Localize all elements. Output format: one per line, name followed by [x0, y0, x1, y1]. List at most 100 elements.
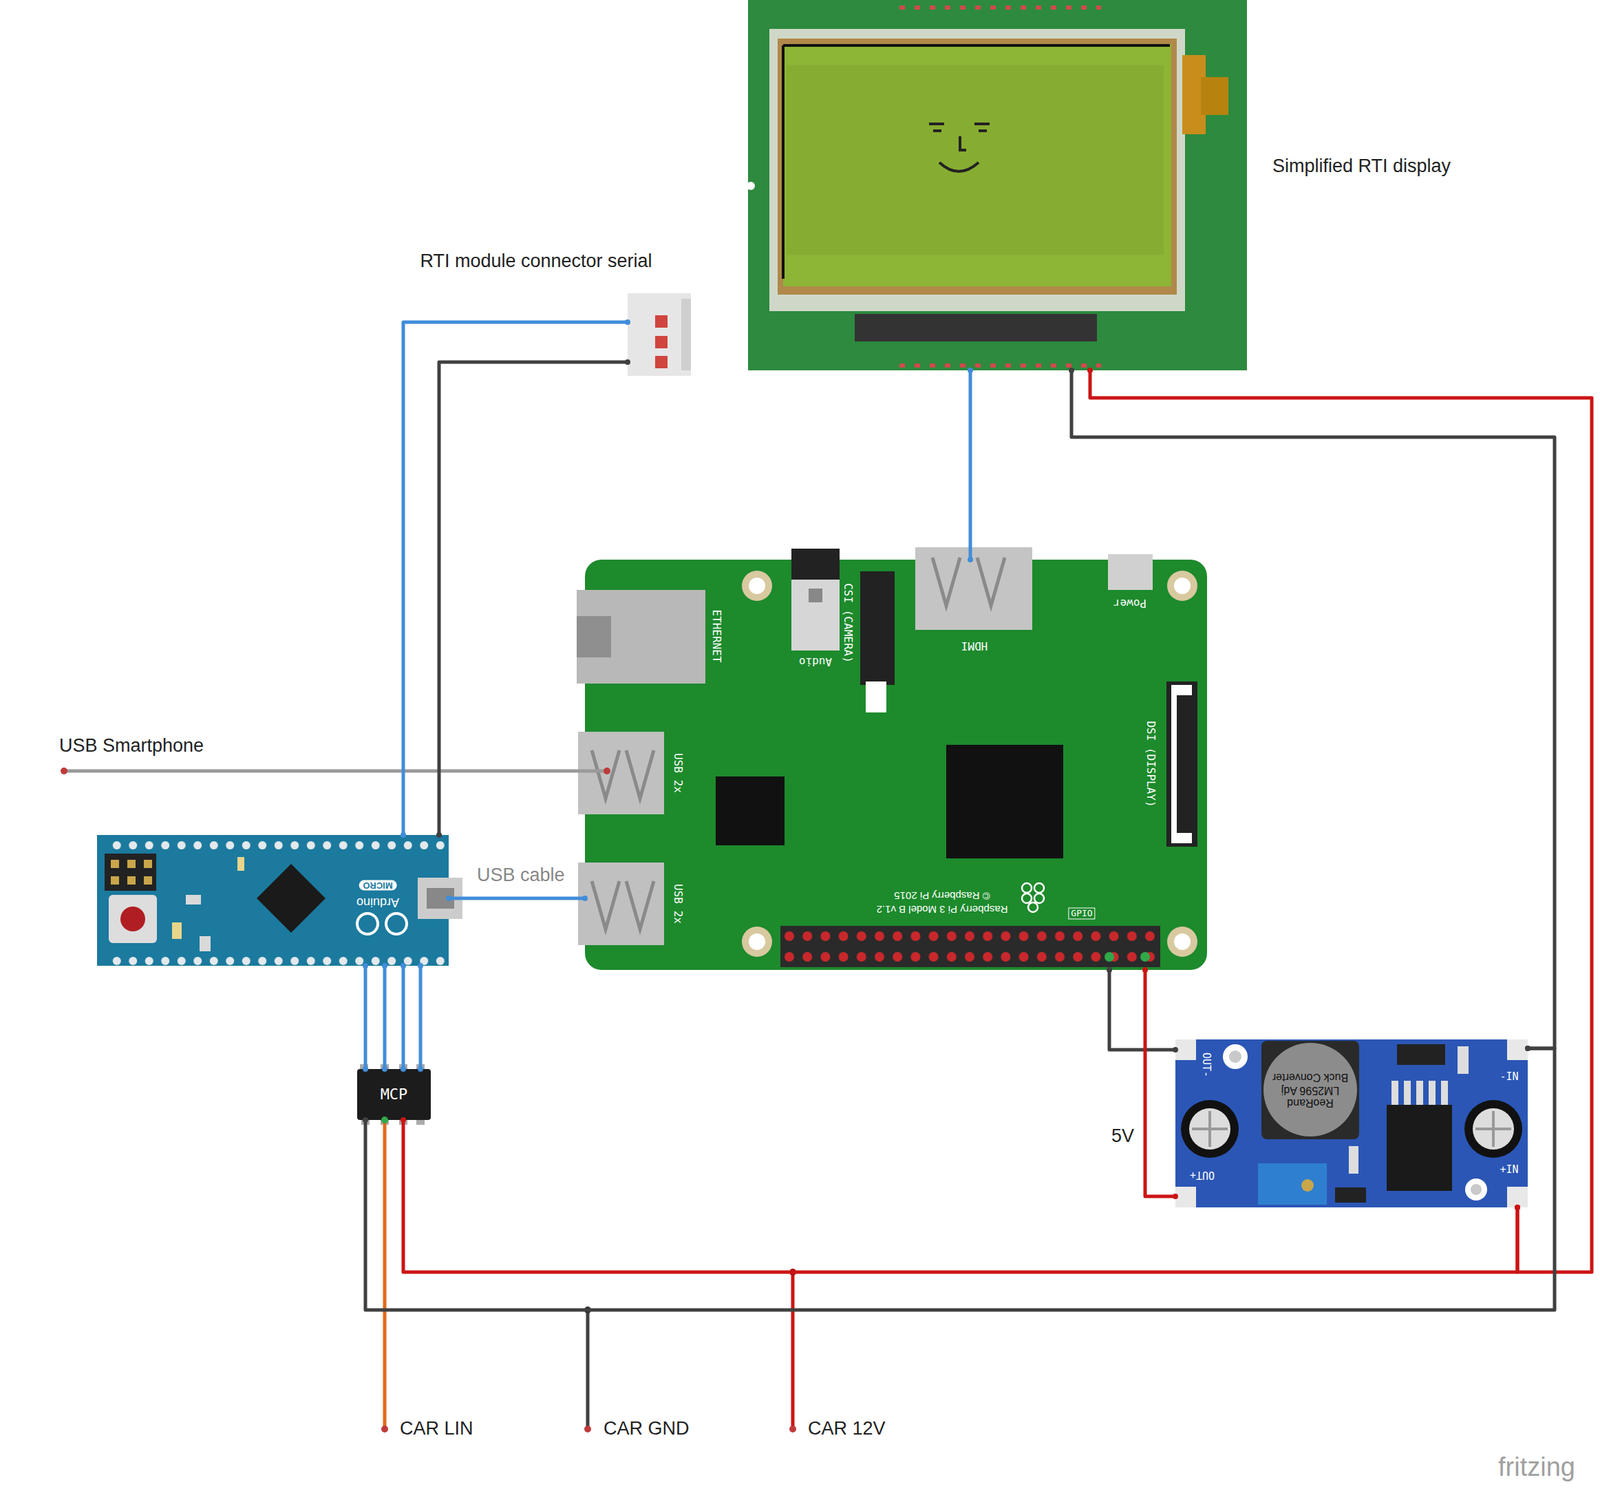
buck-converter-board — [1189, 1107, 1231, 1150]
wire-label: CAR 12V — [807, 1417, 886, 1439]
wire-connector — [967, 367, 974, 563]
serial-connector-housing — [627, 293, 691, 376]
buck-converter-board — [1441, 1080, 1448, 1108]
buck-converter-board — [1180, 1099, 1239, 1158]
lcd-display-board — [786, 65, 1164, 255]
wire-end-dot — [1106, 966, 1113, 973]
raspberry-pi-board — [1176, 695, 1192, 833]
chip-marking: ReoRand LM2596 Adj Buck Converter — [1271, 1070, 1349, 1108]
wire-end-dot — [445, 895, 452, 901]
raspberry-pi-board — [932, 557, 1005, 606]
wire-end-dots — [584, 1425, 592, 1433]
wire-connector — [403, 1119, 1518, 1272]
raspberry-pi-board — [946, 744, 1064, 859]
wire-connector — [400, 319, 631, 838]
raspberry-pi-board — [780, 925, 1159, 967]
wire-end-dot — [1172, 1046, 1179, 1053]
serial-connector-housing — [655, 335, 668, 349]
wire-connector — [362, 962, 369, 1072]
wire-label: USB cable — [474, 864, 568, 886]
arduino-micro-board — [108, 948, 446, 965]
buck-converter-board — [1261, 1040, 1360, 1139]
port-label: Audio — [798, 655, 832, 668]
raspberry-pi-board — [1140, 951, 1150, 962]
wire-end-dots — [381, 1116, 389, 1124]
buck-converter-board — [1335, 1187, 1367, 1203]
raspberry-pi-board — [741, 926, 773, 957]
buck-converter-board — [1507, 1039, 1528, 1060]
display-title: Simplified RTI display — [1272, 155, 1451, 177]
pin-label: OUT+ — [1189, 1167, 1215, 1180]
wire-connector — [1090, 370, 1592, 1272]
buck-converter-board — [1257, 1163, 1327, 1205]
port-label: DSI (DISPLAY) — [1144, 720, 1157, 807]
wire-end-dot — [1524, 1045, 1531, 1051]
raspberry-pi-board — [576, 547, 1208, 970]
buck-converter-board — [1348, 1145, 1359, 1174]
buck-converter-board — [1175, 1186, 1197, 1208]
raspberry-pi-board — [591, 750, 654, 799]
chip-label: MCP — [380, 1085, 409, 1103]
raspberry-pi-board — [578, 731, 665, 815]
serial-connector-housing — [627, 293, 691, 376]
raspberry-pi-board — [1174, 577, 1191, 594]
wire-end-dot — [1172, 1193, 1179, 1199]
raspberry-pi-board — [741, 570, 773, 601]
wire-connector — [381, 962, 388, 1072]
wire-end-dot — [417, 962, 424, 969]
null — [1021, 893, 1032, 903]
wire-end-dot — [624, 359, 631, 365]
buck-converter-board — [1301, 1178, 1314, 1192]
mcp-chip: MCP — [357, 1068, 431, 1120]
null — [1021, 882, 1032, 893]
wire-connector — [1142, 966, 1179, 1199]
buck-converter-board — [1175, 1039, 1197, 1060]
wire-end-dots — [60, 767, 797, 1433]
wire-end-dot — [1514, 1204, 1521, 1210]
arduino-micro-board — [108, 894, 157, 943]
raspberry-pi-board — [748, 577, 766, 594]
wire-label: USB Smartphone — [59, 734, 204, 757]
raspberry-pi-board — [791, 548, 840, 580]
lcd-display-board — [894, 1, 1102, 16]
buck-converter-board — [1191, 1110, 1228, 1147]
wire-end-dot — [362, 1116, 369, 1123]
buck-converter-board — [1175, 1039, 1528, 1208]
serial-connector-housing — [655, 355, 668, 369]
wire-end-dot — [400, 962, 407, 969]
wire-label: CAR LIN — [399, 1417, 474, 1439]
raspberry-pi-board — [578, 862, 665, 945]
wire-label: 5V — [1109, 1125, 1137, 1147]
wire-end-dots — [381, 1425, 389, 1433]
wire-connector — [403, 322, 628, 835]
board-logo: Arduino — [356, 895, 400, 910]
buck-converter-board — [1222, 1043, 1248, 1069]
static-wires — [791, 1271, 795, 1429]
raspberry-pi-board — [1174, 933, 1191, 950]
wire-connector — [445, 895, 588, 901]
wire-connector — [383, 965, 387, 1069]
lcd-display: Simplified RTI display — [748, 0, 1247, 371]
wire-connector — [1071, 370, 1555, 1049]
port-label: CSI (CAMERA) — [841, 582, 855, 663]
wire-end-dots — [603, 767, 611, 775]
wire-connector — [1106, 966, 1179, 1053]
wire-end-dot — [1142, 966, 1148, 973]
lcd-display-board — [783, 45, 1170, 279]
wire-end-dot — [1524, 1045, 1531, 1051]
lcd-display-board — [894, 355, 1102, 369]
wire-end-dot — [400, 1065, 407, 1072]
raspberry-pi-board — [915, 547, 1033, 630]
raspberry-pi-board — [1104, 951, 1115, 962]
lcd-display-board — [748, 0, 1247, 371]
wire-end-dot — [381, 962, 388, 969]
arduino-micro-board — [357, 913, 378, 934]
wire-connector — [1109, 969, 1176, 1050]
serial-connector-housing — [655, 315, 668, 328]
lcd-display-board — [769, 28, 1186, 312]
wire-end-dot — [381, 1065, 388, 1072]
buck-converter-board — [1396, 1043, 1446, 1065]
wire-end-dot — [417, 1065, 424, 1072]
